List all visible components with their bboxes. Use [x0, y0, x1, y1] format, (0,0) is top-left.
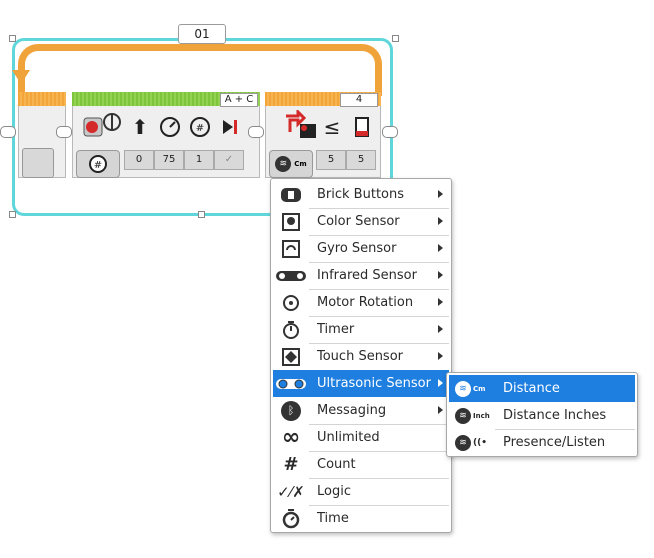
comparison-icon: ≤ — [323, 115, 341, 139]
unit-label: Cm — [473, 384, 486, 393]
threshold-icon — [348, 112, 376, 142]
submenu-item-presence-listen[interactable]: ≋((• Presence/Listen — [449, 429, 635, 456]
mode-unit-label: Cm — [294, 160, 307, 168]
menu-item-unlimited[interactable]: ∞ Unlimited — [273, 424, 449, 452]
menu-item-infrared-sensor[interactable]: Infrared Sensor — [273, 262, 449, 290]
arrow-up-icon: ⬆ — [131, 115, 149, 139]
infinity-icon: ∞ — [281, 425, 301, 450]
ultrasonic-mode-button[interactable]: ≋ Cm — [269, 150, 313, 178]
menu-label: Color Sensor — [309, 208, 449, 236]
resize-handle-bottom-mid[interactable] — [198, 211, 205, 218]
loop-arc — [18, 44, 382, 96]
color-sensor-icon — [282, 212, 300, 231]
menu-item-count[interactable]: # Count — [273, 451, 449, 479]
compare-type-value[interactable]: 5 — [316, 150, 346, 170]
menu-label: Touch Sensor — [309, 343, 449, 371]
hash-icon: # — [283, 454, 299, 475]
submenu-arrow-icon — [438, 352, 443, 360]
svg-text:#: # — [196, 123, 204, 134]
submenu-arrow-icon — [438, 379, 443, 387]
loop-mode-button[interactable] — [22, 148, 54, 178]
menu-item-timer[interactable]: Timer — [273, 316, 449, 344]
motor-port-selector[interactable]: A + C — [220, 93, 258, 107]
resize-handle-top-right[interactable] — [392, 35, 399, 42]
speed-gauge-icon — [156, 112, 184, 142]
ultrasonic-submenu: ≋Cm Distance Centimeters ≋Inch Distance … — [446, 372, 638, 457]
submenu-item-distance-centimeters[interactable]: ≋Cm Distance Centimeters — [449, 375, 635, 423]
timer-icon — [283, 320, 299, 339]
brake-check[interactable]: ✓ — [214, 150, 244, 170]
menu-item-color-sensor[interactable]: Color Sensor — [273, 208, 449, 236]
submenu-label: Distance Centimeters — [503, 380, 583, 423]
submenu-arrow-icon — [438, 271, 443, 279]
loop-label[interactable]: 01 — [178, 24, 226, 44]
connector-1[interactable] — [56, 126, 72, 138]
ultrasonic-small-icon: ≋ — [455, 407, 471, 424]
rotations-icon: # — [186, 112, 214, 142]
ultrasonic-small-icon: ≋ — [455, 434, 471, 451]
left-connector[interactable] — [0, 126, 16, 138]
rotations-value[interactable]: 1 — [184, 150, 214, 170]
submenu-label: Presence/Listen — [503, 435, 606, 450]
ultrasonic-sensor-icon — [276, 378, 306, 389]
motor-mode-button[interactable]: # — [76, 150, 120, 178]
check-icon: ✓ — [224, 154, 234, 165]
menu-item-touch-sensor[interactable]: Touch Sensor — [273, 343, 449, 371]
touch-sensor-icon — [282, 347, 300, 366]
motor-rotation-icon — [283, 294, 299, 311]
power-value[interactable]: 75 — [154, 150, 184, 170]
submenu-arrow-icon — [438, 325, 443, 333]
menu-item-motor-rotation[interactable]: Motor Rotation — [273, 289, 449, 317]
submenu-arrow-icon — [438, 244, 443, 252]
unit-label: Inch — [473, 411, 490, 420]
submenu-item-distance-inches[interactable]: ≋Inch Distance Inches — [449, 402, 635, 430]
menu-label: Unlimited — [309, 424, 449, 452]
submenu-arrow-icon — [438, 190, 443, 198]
connector-2[interactable] — [248, 126, 264, 138]
menu-label: Brick Buttons — [309, 181, 449, 209]
move-tank-icon — [80, 110, 124, 140]
menu-item-messaging[interactable]: ᛒ Messaging — [273, 397, 449, 425]
menu-item-ultrasonic-sensor[interactable]: Ultrasonic Sensor — [273, 370, 449, 397]
submenu-label: Distance Inches — [495, 402, 635, 430]
ultrasonic-small-icon: ≋ — [275, 156, 292, 172]
menu-label: Ultrasonic Sensor — [317, 375, 431, 391]
menu-label: Logic — [309, 478, 449, 506]
bluetooth-icon: ᛒ — [281, 400, 301, 421]
right-connector[interactable] — [382, 126, 398, 138]
stopwatch-icon — [282, 508, 300, 528]
menu-item-brick-buttons[interactable]: Brick Buttons — [273, 181, 449, 209]
menu-label: Time — [317, 511, 349, 526]
menu-label: Motor Rotation — [309, 289, 449, 317]
menu-item-time[interactable]: Time — [273, 505, 449, 532]
ultrasonic-small-icon: ≋ — [455, 380, 471, 397]
menu-item-gyro-sensor[interactable]: Gyro Sensor — [273, 235, 449, 263]
resize-handle-top-left[interactable] — [9, 35, 16, 42]
sensor-port-selector[interactable]: 4 — [340, 93, 378, 107]
brick-buttons-icon — [281, 187, 301, 202]
infrared-sensor-icon — [276, 270, 306, 281]
wait-ultrasonic-icon — [278, 110, 320, 140]
menu-label: Timer — [309, 316, 449, 344]
menu-label: Messaging — [309, 397, 449, 425]
menu-label: Infrared Sensor — [309, 262, 449, 290]
steering-value[interactable]: 0 — [124, 150, 154, 170]
menu-item-logic[interactable]: ✓⁄✗ Logic — [273, 478, 449, 506]
move-tank-header — [72, 92, 260, 106]
submenu-arrow-icon — [438, 298, 443, 306]
gyro-sensor-icon — [282, 239, 300, 258]
menu-label: Gyro Sensor — [309, 235, 449, 263]
wait-mode-menu: Brick Buttons Color Sensor Gyro Sensor I… — [270, 178, 452, 533]
menu-label: Count — [309, 451, 449, 479]
loop-arrow-icon — [12, 70, 30, 84]
threshold-value[interactable]: 5 — [346, 150, 376, 170]
submenu-arrow-icon — [438, 406, 443, 414]
svg-text:#: # — [94, 160, 102, 171]
listen-wave-icon: ((• — [473, 437, 487, 448]
loop-start-header — [18, 92, 66, 106]
brake-icon — [216, 112, 244, 142]
logic-icon: ✓⁄✗ — [277, 482, 305, 501]
resize-handle-bottom-left[interactable] — [9, 211, 16, 218]
submenu-arrow-icon — [438, 217, 443, 225]
